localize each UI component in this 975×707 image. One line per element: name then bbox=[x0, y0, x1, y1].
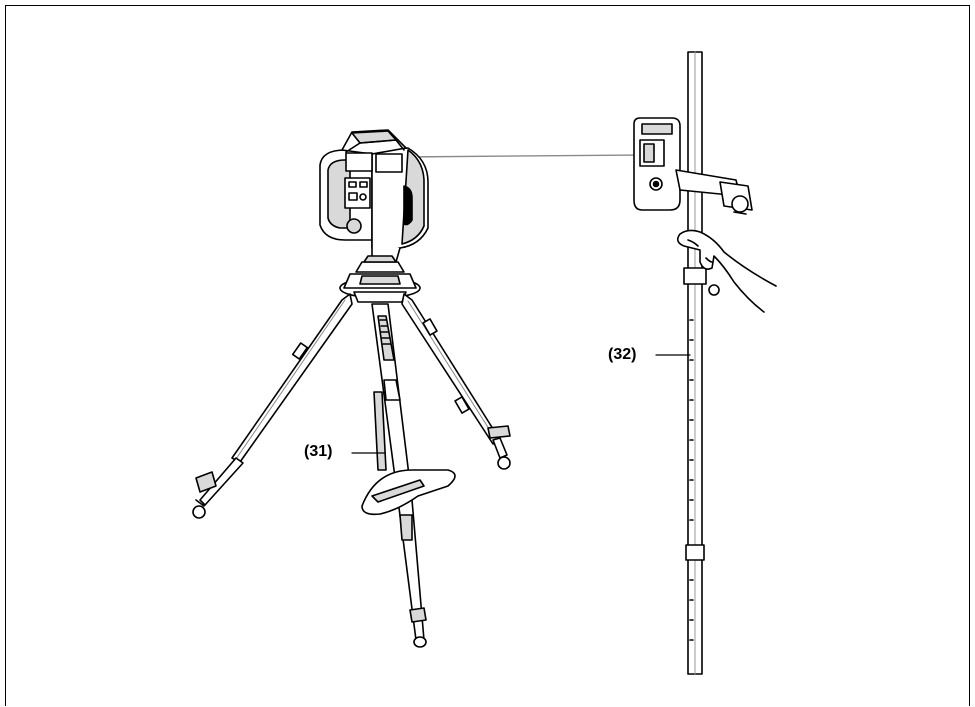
tripod bbox=[192, 293, 511, 648]
figure-frame bbox=[5, 5, 970, 706]
callout-31: (31) bbox=[304, 443, 333, 460]
laser-receiver bbox=[633, 117, 753, 215]
leveling-staff bbox=[683, 51, 720, 675]
rotation-laser bbox=[319, 129, 429, 263]
tripod-head bbox=[339, 255, 421, 303]
laser-beam bbox=[401, 154, 641, 158]
hand bbox=[676, 229, 777, 313]
callout-32: (32) bbox=[608, 346, 637, 363]
